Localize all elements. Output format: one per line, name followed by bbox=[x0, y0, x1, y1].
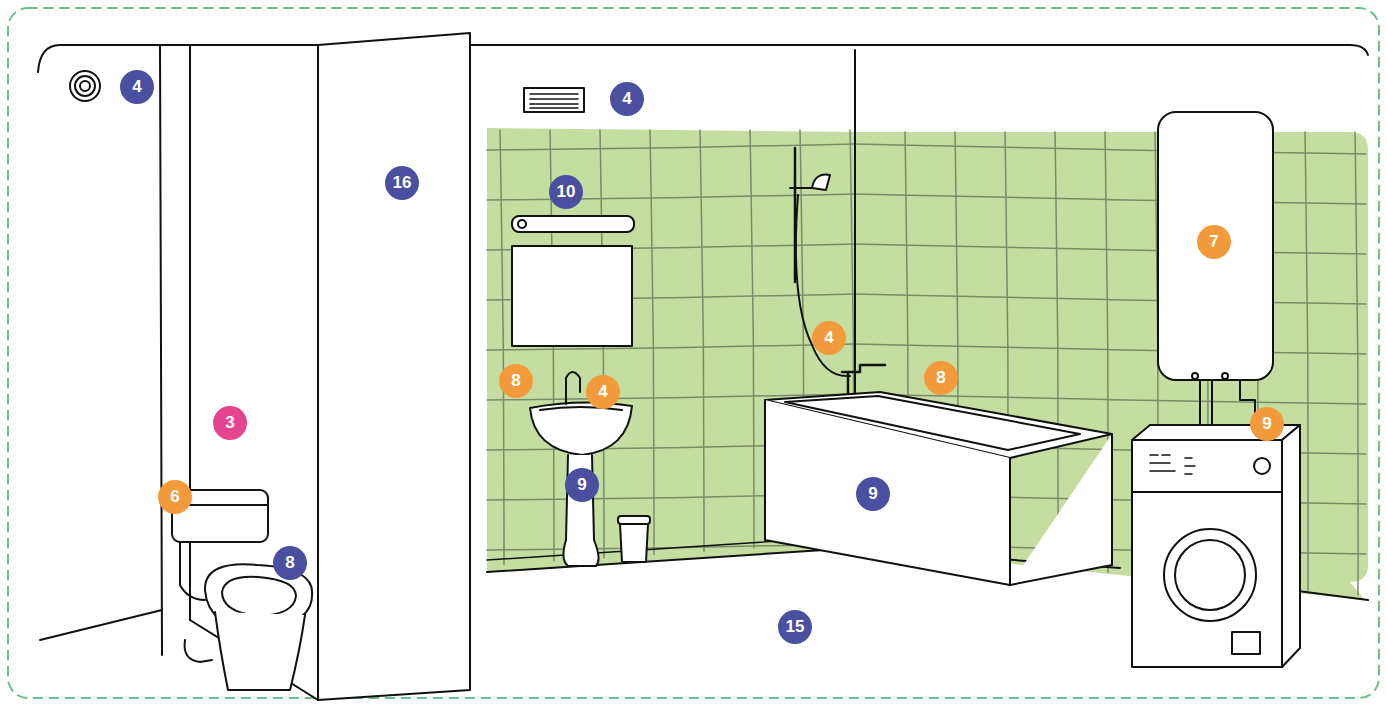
ceiling-line bbox=[38, 45, 1368, 72]
washing-machine bbox=[1282, 425, 1300, 667]
grille-vent bbox=[524, 88, 584, 112]
callout-number: 6 bbox=[158, 480, 192, 514]
sink-pedestal bbox=[563, 455, 598, 566]
washer-door bbox=[1164, 529, 1256, 621]
partition-panel bbox=[318, 33, 470, 700]
callout-number: 9 bbox=[1250, 407, 1284, 441]
washer-door bbox=[1175, 540, 1245, 610]
tile-line bbox=[500, 130, 504, 564]
callout-number: 3 bbox=[213, 406, 247, 440]
floor-line bbox=[1290, 590, 1368, 600]
washing-machine bbox=[1254, 458, 1270, 474]
water-heater bbox=[1222, 373, 1228, 379]
callout-number: 4 bbox=[120, 70, 154, 104]
bathtub bbox=[1010, 434, 1112, 585]
trash-bin bbox=[620, 524, 648, 562]
tile-line bbox=[487, 144, 855, 150]
callout-number: 16 bbox=[385, 166, 419, 200]
callout-number: 9 bbox=[856, 477, 890, 511]
round-vent bbox=[75, 76, 95, 96]
grille-vent bbox=[530, 94, 578, 108]
toilet-bowl bbox=[215, 612, 305, 690]
sink bbox=[530, 402, 632, 455]
wall-light bbox=[512, 216, 634, 232]
wall-light bbox=[518, 220, 526, 228]
trash-bin bbox=[618, 516, 650, 524]
tile-line bbox=[1305, 132, 1308, 591]
tile-line bbox=[750, 130, 754, 548]
tile-line bbox=[855, 244, 1366, 254]
tile-line bbox=[855, 144, 1366, 154]
callout-number: 15 bbox=[778, 610, 812, 644]
toilet-pipe bbox=[185, 640, 212, 662]
toilet-seat bbox=[222, 577, 296, 616]
bathtub bbox=[765, 400, 1010, 585]
mirror bbox=[512, 246, 632, 346]
callout-number: 7 bbox=[1197, 225, 1231, 259]
washing-machine bbox=[1132, 491, 1282, 493]
tile-line bbox=[855, 344, 1366, 354]
tile-line bbox=[855, 194, 1366, 204]
tile-line bbox=[487, 194, 855, 200]
tile-line bbox=[1355, 132, 1358, 595]
frame bbox=[8, 8, 1379, 698]
tile-line bbox=[650, 130, 654, 554]
callout-number: 8 bbox=[499, 364, 533, 398]
wall-corner bbox=[160, 45, 162, 655]
tile-line bbox=[1055, 132, 1058, 568]
callout-number: 8 bbox=[273, 546, 307, 580]
tile-line bbox=[855, 294, 1366, 304]
shower-hose bbox=[796, 195, 850, 376]
tile-line bbox=[700, 130, 704, 551]
heater-pipes bbox=[1200, 380, 1255, 425]
round-vent bbox=[70, 71, 100, 101]
washing-machine bbox=[1150, 455, 1195, 474]
callout-number: 4 bbox=[586, 375, 620, 409]
washing-machine bbox=[1232, 632, 1260, 654]
callout-number: 10 bbox=[549, 175, 583, 209]
toilet bbox=[180, 542, 205, 600]
water-heater bbox=[1192, 373, 1198, 379]
callout-number: 4 bbox=[610, 82, 644, 116]
faucet bbox=[566, 372, 580, 404]
callout-number: 9 bbox=[565, 468, 599, 502]
water-heater bbox=[1158, 112, 1273, 380]
tub-faucet bbox=[842, 365, 885, 395]
floor-line bbox=[40, 610, 162, 640]
callout-number: 4 bbox=[812, 321, 846, 355]
washing-machine bbox=[1132, 440, 1282, 667]
shower-head bbox=[790, 175, 830, 190]
callout-number: 8 bbox=[924, 361, 958, 395]
round-vent bbox=[80, 81, 90, 91]
